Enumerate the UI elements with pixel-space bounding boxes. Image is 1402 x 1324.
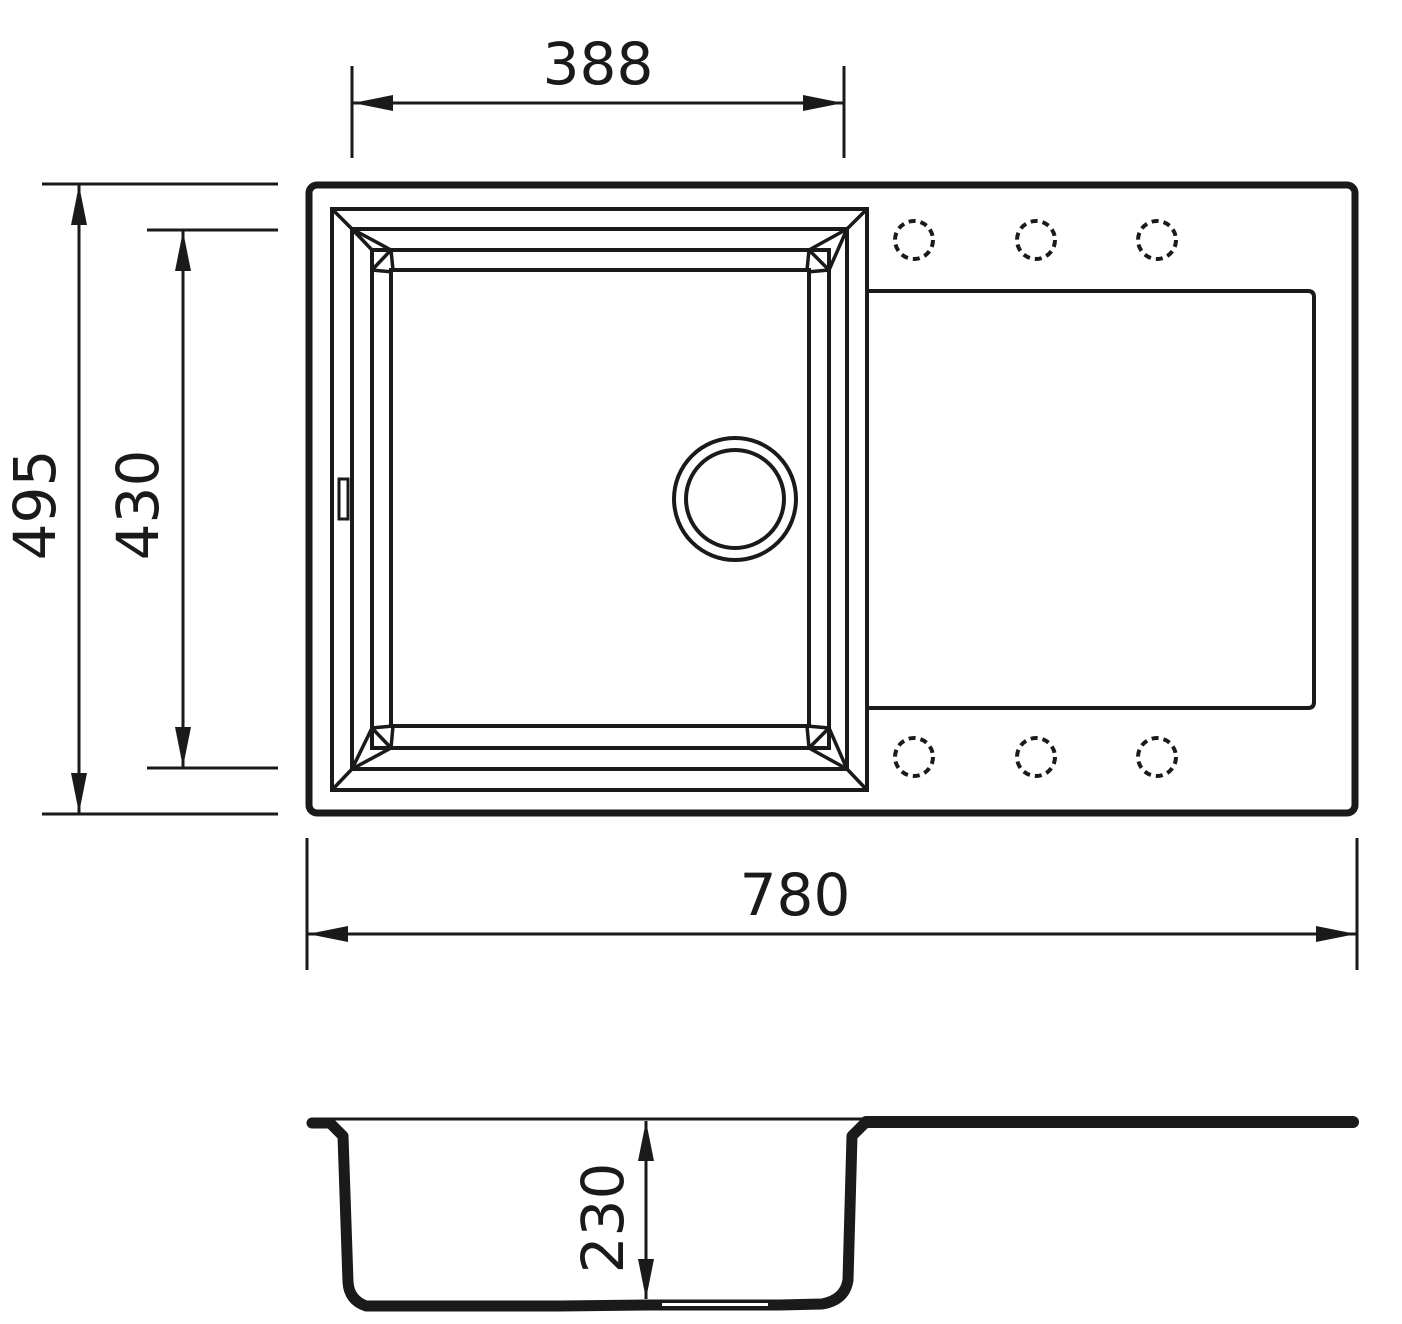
sink-outline: [305, 181, 1359, 817]
dimension-label-bowl-depth: 430: [104, 450, 172, 561]
dimension-overall-width: 780: [305, 838, 1359, 970]
tap-hole-icon: [893, 219, 935, 261]
dimension-label-overall-depth: 495: [1, 450, 69, 561]
bowl: [330, 207, 869, 792]
tap-hole-icon: [1015, 219, 1057, 261]
dimension-overall-depth: 495: [1, 182, 278, 816]
tap-hole-icon: [893, 736, 935, 778]
waste-slot: [662, 1303, 768, 1306]
dimension-label-bowl-height: 230: [569, 1163, 637, 1274]
dimension-label-overall-width: 780: [740, 861, 851, 929]
tap-hole-icon: [1136, 219, 1178, 261]
bowl-rim-third: [370, 248, 831, 750]
drain-icon: [672, 436, 798, 562]
bowl-corner-lines: [330, 207, 869, 792]
section-view: 230: [306, 1116, 1359, 1312]
tap-holes: [893, 219, 1178, 778]
tap-hole-icon: [1136, 736, 1178, 778]
dimension-bowl-width: 388: [350, 30, 846, 158]
tap-hole-icon: [1015, 736, 1057, 778]
bowl-basin: [389, 268, 811, 728]
bowl-rim-outer: [330, 207, 869, 792]
dimension-label-bowl-width: 388: [543, 30, 654, 98]
dimension-bowl-height: 230: [569, 1121, 654, 1299]
dimension-bowl-depth: 430: [104, 228, 278, 770]
bowl-rim-second: [350, 227, 849, 771]
drainer-board: [869, 289, 1316, 710]
overflow-slot-icon: [337, 477, 350, 521]
plan-view: [305, 181, 1359, 817]
